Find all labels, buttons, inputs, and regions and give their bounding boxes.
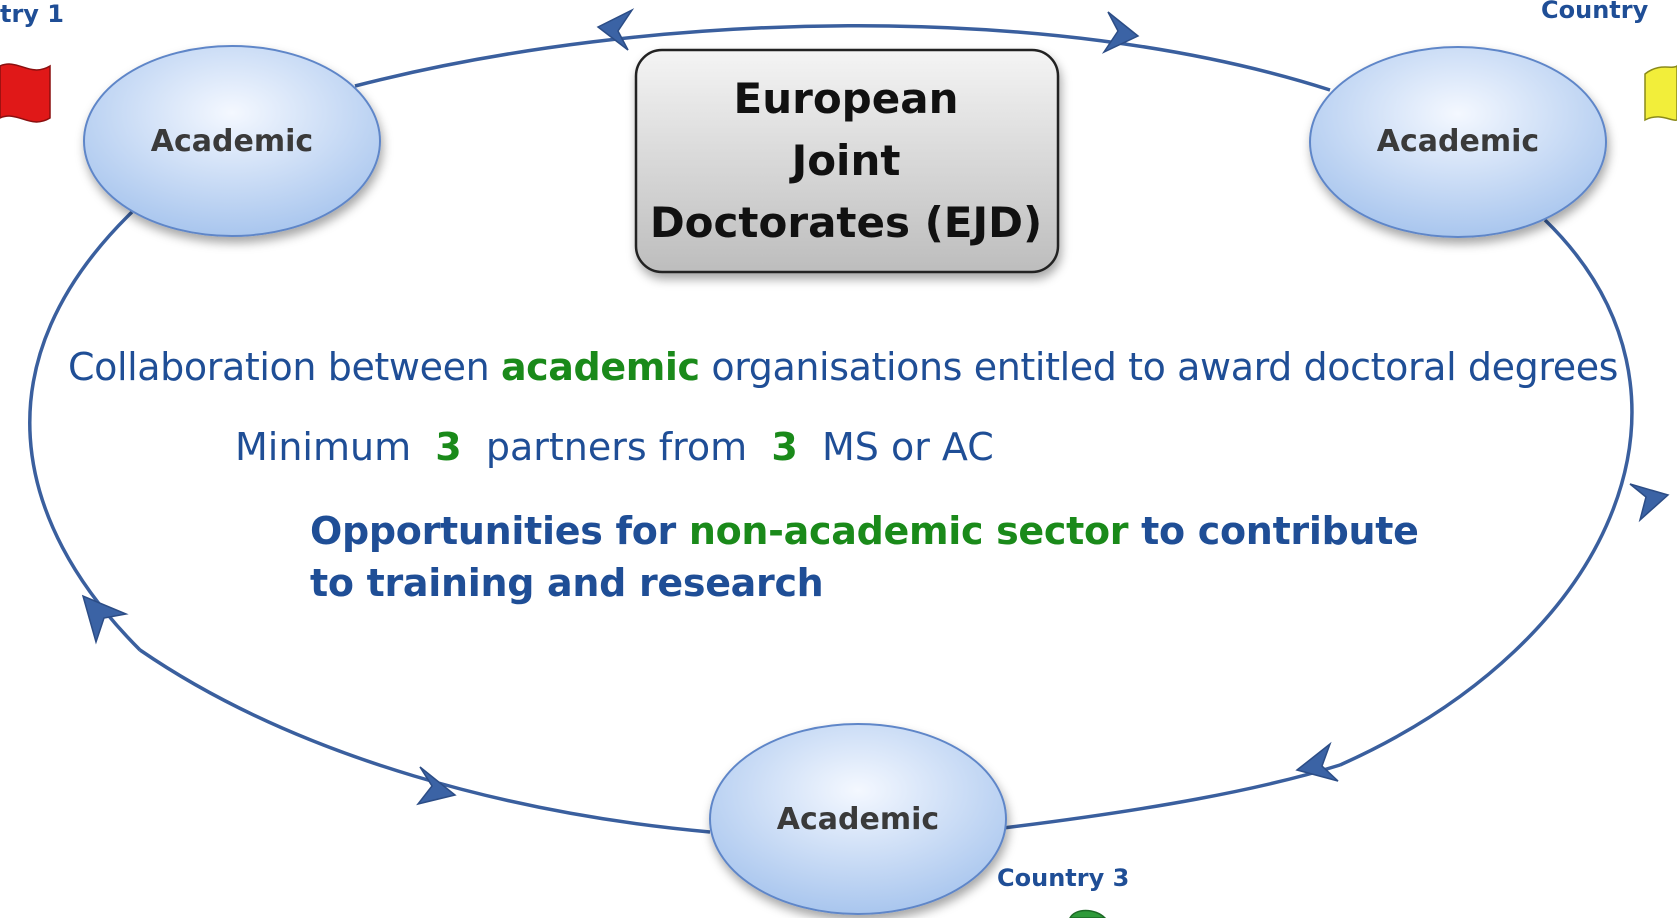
highlight-academic: academic [500, 345, 700, 389]
opportunities-text: Opportunities for non-academic sector to… [310, 505, 1419, 609]
country-1-label: try 1 [0, 0, 65, 28]
academic-label: Academic [150, 124, 314, 159]
country-3-label: Country 3 [997, 864, 1130, 892]
ejd-title-line: European [733, 74, 959, 123]
text-fragment: to contribute [1128, 509, 1419, 553]
arrowhead [596, 8, 635, 51]
text-fragment: Collaboration between [68, 345, 501, 389]
text-fragment: MS or AC [797, 425, 994, 469]
text-fragment: organisations entitled to award doctoral… [699, 345, 1619, 389]
academic-node-country-3 [709, 723, 1007, 915]
red-flag-icon [0, 63, 51, 123]
collaboration-text: Collaboration between academic organisat… [68, 345, 1618, 389]
arrowhead [1101, 11, 1140, 54]
green-flag-icon [1069, 909, 1107, 918]
academic-label: Academic [776, 802, 940, 837]
ejd-title: European Joint Doctorates (EJD) [636, 50, 1056, 272]
yellow-flag-icon [1644, 65, 1677, 122]
text-fragment: to training and research [310, 561, 824, 605]
text-fragment: Opportunities for [310, 509, 689, 553]
arrowhead [1295, 741, 1339, 782]
academic-label: Academic [1376, 124, 1540, 159]
ejd-title-line: Joint [791, 136, 901, 185]
text-fragment: partners from [461, 425, 772, 469]
academic-node-country-1 [83, 45, 381, 237]
highlight-non-academic: non-academic sector [688, 509, 1129, 553]
arrowhead [416, 766, 457, 806]
ejd-title-line: Doctorates (EJD) [649, 198, 1043, 247]
arrowhead [81, 594, 129, 645]
highlight-number: 3 [435, 425, 462, 469]
country-2-label: Country [1541, 0, 1649, 24]
academic-node-country-2 [1309, 46, 1607, 238]
text-fragment: Minimum [235, 425, 436, 469]
cycle-loop [28, 24, 1634, 834]
highlight-number: 3 [771, 425, 798, 469]
ejd-box [634, 48, 1060, 274]
minimum-partners-text: Minimum 3 partners from 3 MS or AC [235, 425, 994, 469]
arrowhead [1629, 483, 1670, 523]
